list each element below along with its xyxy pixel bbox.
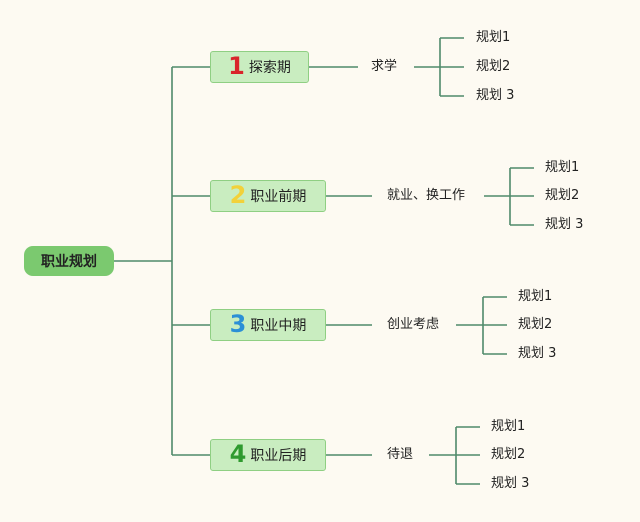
leaf-node-4-3[interactable]: 规划 3 xyxy=(491,476,530,491)
stage-label-3: 职业中期 xyxy=(250,318,307,334)
stage-number-1: 1 xyxy=(228,52,245,80)
stage-number-4: 4 xyxy=(229,440,247,468)
leaf-node-2-2[interactable]: 规划2 xyxy=(545,188,580,203)
stage-node-4[interactable]: 4 职业后期 xyxy=(210,439,326,471)
stage-node-1[interactable]: 1 探索期 xyxy=(210,51,309,83)
root-node[interactable]: 职业规划 xyxy=(24,246,114,276)
stage-number-2: 2 xyxy=(229,181,247,209)
leaf-node-1-3[interactable]: 规划 3 xyxy=(476,88,515,103)
stage-node-2[interactable]: 2 职业前期 xyxy=(210,180,326,212)
topic-node-1[interactable]: 求学 xyxy=(371,59,398,74)
topic-node-3[interactable]: 创业考虑 xyxy=(387,317,440,332)
leaf-node-1-2[interactable]: 规划2 xyxy=(476,59,511,74)
leaf-node-3-2[interactable]: 规划2 xyxy=(518,317,553,332)
leaf-node-4-1[interactable]: 规划1 xyxy=(491,419,526,434)
leaf-node-3-1[interactable]: 规划1 xyxy=(518,289,553,304)
stage-node-3[interactable]: 3 职业中期 xyxy=(210,309,326,341)
leaf-node-1-1[interactable]: 规划1 xyxy=(476,30,511,45)
leaf-node-3-3[interactable]: 规划 3 xyxy=(518,346,557,361)
leaf-node-2-1[interactable]: 规划1 xyxy=(545,160,580,175)
stage-label-1: 探索期 xyxy=(248,60,291,76)
topic-node-2[interactable]: 就业、换工作 xyxy=(387,188,466,203)
leaf-node-4-2[interactable]: 规划2 xyxy=(491,447,526,462)
stage-label-2: 职业前期 xyxy=(250,189,307,205)
stage-number-3: 3 xyxy=(229,310,247,338)
root-label: 职业规划 xyxy=(41,254,97,270)
stage-label-4: 职业后期 xyxy=(250,448,307,464)
topic-node-4[interactable]: 待退 xyxy=(387,447,414,462)
leaf-node-2-3[interactable]: 规划 3 xyxy=(545,217,584,232)
